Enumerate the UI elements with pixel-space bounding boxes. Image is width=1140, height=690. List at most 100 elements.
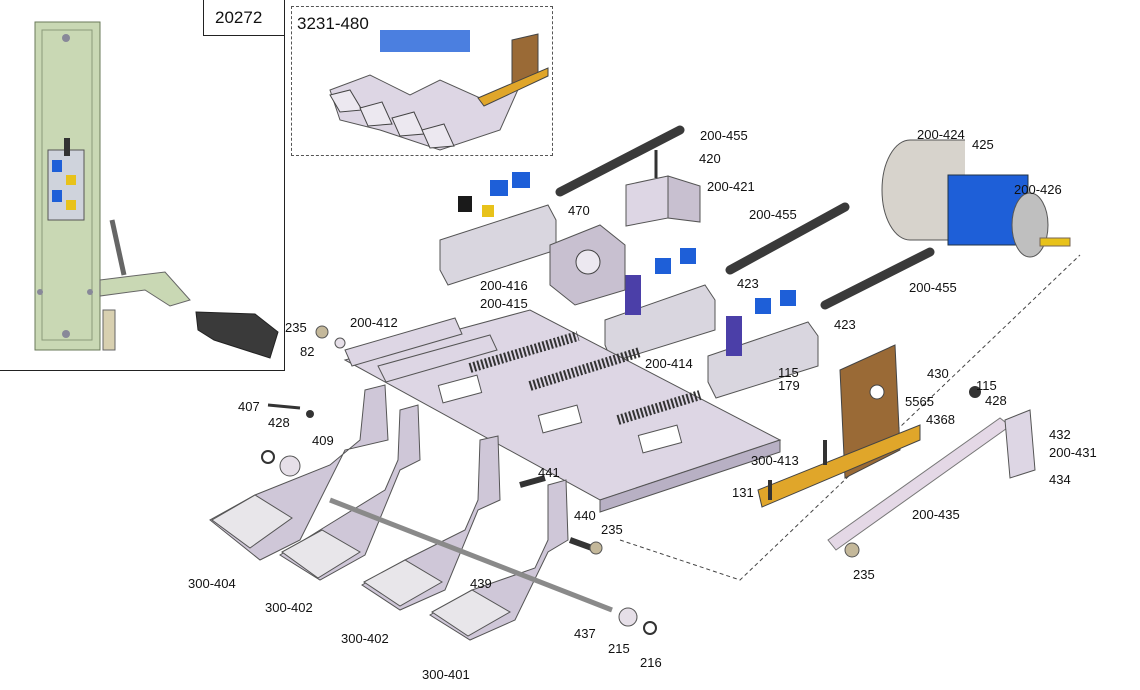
callout-439: 439 — [470, 576, 492, 591]
fitting — [458, 196, 472, 212]
callout-300-402: 300-402 — [265, 600, 313, 615]
callout-409: 409 — [312, 433, 334, 448]
valve-fitting — [66, 175, 76, 185]
valve-manifold-423-a — [604, 248, 716, 363]
washer-215 — [618, 607, 638, 627]
callout-300-404: 300-404 — [188, 576, 236, 591]
kit-valves — [380, 30, 470, 52]
nut-235 — [315, 325, 329, 339]
plate-screw — [62, 330, 70, 338]
bracket-200-421 — [625, 150, 701, 227]
inset-frame — [0, 0, 285, 371]
springs-200-414 — [468, 331, 702, 425]
callout-235: 235 — [601, 522, 623, 537]
pedal-300-404 — [209, 384, 389, 561]
callout-440: 440 — [574, 508, 596, 523]
fitting — [780, 290, 796, 306]
callout-200-424: 200-424 — [917, 127, 965, 142]
kit-assembly — [329, 30, 549, 151]
plate-screw — [62, 34, 70, 42]
ring-216 — [643, 621, 657, 635]
callout-470: 470 — [568, 203, 590, 218]
callout-4368: 4368 — [926, 412, 955, 427]
inset-assembly — [34, 21, 279, 359]
valve-manifold-423-b — [707, 290, 819, 399]
kit-bracket-base — [477, 67, 549, 107]
bolt-440 — [568, 537, 594, 551]
inset-code-box — [203, 0, 285, 36]
pivot-bushing — [102, 309, 116, 351]
callout-216: 216 — [640, 655, 662, 670]
shafts — [555, 125, 935, 310]
callout-200-415: 200-415 — [480, 296, 528, 311]
foot-pad — [211, 494, 293, 549]
callout-300-401: 300-401 — [422, 667, 470, 682]
callout-215: 215 — [608, 641, 630, 656]
callout-423: 423 — [737, 276, 759, 291]
callout-428: 428 — [268, 415, 290, 430]
callout-300-402: 300-402 — [341, 631, 389, 646]
plate-screw — [37, 289, 43, 295]
foot-pad — [363, 559, 443, 607]
callout-425: 425 — [972, 137, 994, 152]
valve-fitting — [52, 190, 62, 202]
pedal-300-402-b — [361, 435, 501, 611]
pedal-foot — [195, 311, 279, 359]
return-spring — [109, 219, 127, 276]
bolt-441 — [519, 475, 546, 488]
callout-200-414: 200-414 — [645, 356, 693, 371]
callout-115: 115 — [976, 378, 997, 393]
callout-131: 131 — [732, 485, 754, 500]
fitting — [490, 180, 508, 196]
callout-200-431: 200-431 — [1049, 445, 1097, 460]
bracket-200-431 — [969, 386, 1036, 479]
bracket-200-415 — [549, 224, 626, 306]
fitting — [625, 275, 641, 315]
callout-437: 437 — [574, 626, 596, 641]
callout-300-413: 300-413 — [751, 453, 799, 468]
nut-235 — [589, 541, 603, 555]
shaft-200-455 — [725, 202, 850, 275]
valve-fitting — [52, 160, 62, 172]
fitting — [482, 205, 494, 217]
foot-pad — [281, 529, 361, 579]
callout-441: 441 — [538, 465, 560, 480]
callout-235: 235 — [853, 567, 875, 582]
callout-200-421: 200-421 — [707, 179, 755, 194]
kit-frame — [291, 6, 553, 156]
callout-200-455: 200-455 — [700, 128, 748, 143]
foot-pad — [431, 589, 512, 637]
pedal-arm — [99, 271, 191, 307]
washer-428 — [306, 410, 314, 418]
mounting-bracket — [757, 344, 921, 508]
callout-82: 82 — [300, 344, 315, 359]
shaft-200-455 — [555, 125, 685, 197]
callout-420: 420 — [699, 151, 721, 166]
valve-stem — [64, 138, 70, 156]
callout-235: 235 — [285, 320, 307, 335]
callout-200-435: 200-435 — [912, 507, 960, 522]
angle-plate — [757, 424, 921, 508]
callout-407: 407 — [238, 399, 260, 414]
callout-200-455: 200-455 — [749, 207, 797, 222]
callout-179: 179 — [778, 378, 800, 393]
valve-manifold-470 — [439, 172, 557, 286]
shaft-200-455 — [820, 247, 935, 310]
callout-434: 434 — [1049, 472, 1071, 487]
inset-code-label: 20272 — [215, 8, 263, 27]
pedal-shaft — [329, 497, 613, 613]
callout-200-412: 200-412 — [350, 315, 398, 330]
callout-200-455: 200-455 — [909, 280, 957, 295]
fitting — [726, 316, 742, 356]
piston-rod — [1039, 237, 1071, 247]
pedal-300-401 — [429, 479, 569, 641]
callout-200-426: 200-426 — [1014, 182, 1062, 197]
callout-115: 115 — [778, 365, 799, 380]
nut-235 — [844, 542, 860, 558]
cylinder-200-424 — [881, 139, 1071, 258]
callout-423: 423 — [834, 317, 856, 332]
kit-pedal — [421, 123, 455, 149]
kit-pedal — [359, 101, 393, 127]
washer — [279, 455, 301, 477]
